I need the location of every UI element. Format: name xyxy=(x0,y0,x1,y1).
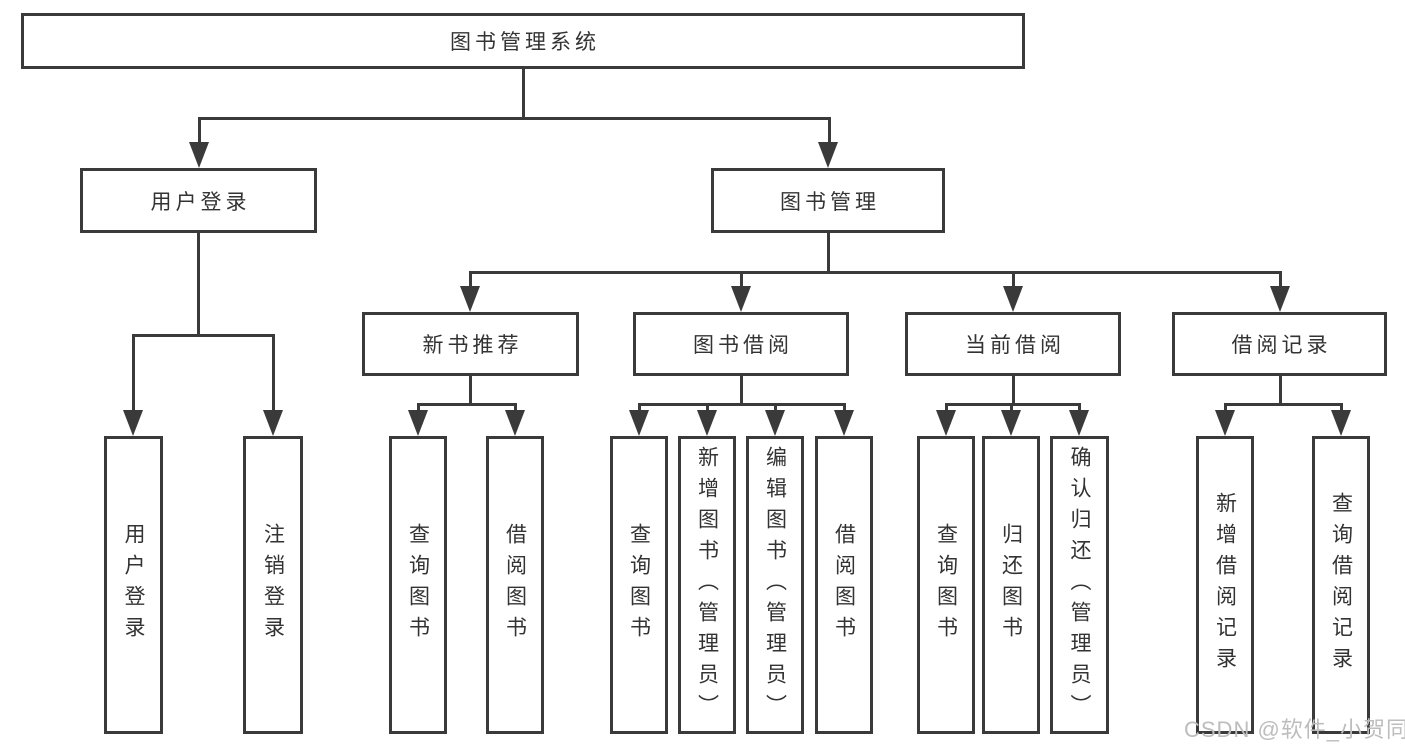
connector-stem-leaf-login xyxy=(132,334,135,414)
arrow-to-leaf xyxy=(629,410,649,436)
connector-level1-rail xyxy=(197,117,831,120)
node-library-system-label: 图书管理系统 xyxy=(450,31,600,54)
connector-current-stub xyxy=(1011,376,1015,405)
arrow-to-borrow-records xyxy=(1270,286,1290,312)
leaf-query-books-borrow-label: 查询图书 xyxy=(627,523,651,647)
node-new-books-label: 新书推荐 xyxy=(422,334,523,357)
node-book-borrow-label: 图书借阅 xyxy=(693,334,793,357)
connector-stem xyxy=(842,403,846,416)
leaf-confirm-return-admin-label: 确认归还（管理员） xyxy=(1068,445,1091,725)
connector-stem-leaf-logout xyxy=(272,334,275,414)
connector-stem-new-books xyxy=(468,271,472,291)
leaf-edit-book-admin: 编辑图书（管理员） xyxy=(746,436,804,734)
connector-borrow-rail xyxy=(637,403,846,406)
connector-stem xyxy=(1223,403,1227,416)
arrow-to-leaf xyxy=(697,410,717,436)
leaf-logout-label: 注销登录 xyxy=(261,523,285,647)
connector-stem-borrow-records xyxy=(1278,271,1282,291)
node-book-borrow: 图书借阅 xyxy=(633,312,849,376)
arrow-to-leaf-logout xyxy=(263,410,283,436)
connector-stem xyxy=(417,403,420,416)
node-borrow-records: 借阅记录 xyxy=(1172,312,1387,376)
connector-stem-book-borrow xyxy=(739,271,743,291)
leaf-return-book: 归还图书 xyxy=(982,436,1040,734)
arrow-to-leaf xyxy=(408,410,428,436)
leaf-borrow-books-recommend-label: 借阅图书 xyxy=(503,523,527,647)
leaf-add-borrow-record: 新增借阅记录 xyxy=(1196,436,1254,734)
leaf-edit-book-admin-label: 编辑图书（管理员） xyxy=(763,445,787,725)
leaf-query-books-current-label: 查询图书 xyxy=(934,523,958,647)
arrow-to-leaf xyxy=(834,410,854,436)
connector-stem xyxy=(514,403,517,416)
connector-stem-book-mgmt xyxy=(827,117,831,148)
leaf-query-borrow-record-label: 查询借阅记录 xyxy=(1329,492,1353,678)
connector-stem-current-borrow xyxy=(1011,271,1015,291)
leaf-query-books-recommend-label: 查询图书 xyxy=(406,523,430,647)
arrow-to-leaf xyxy=(1069,410,1089,436)
watermark: CSDN @软件_小贺同学 xyxy=(1184,717,1405,742)
node-book-mgmt: 图书管理 xyxy=(711,168,945,233)
leaf-add-book-admin-label: 新增图书（管理员） xyxy=(695,445,719,725)
connector-stem-user-login xyxy=(197,117,201,148)
arrow-to-current-borrow xyxy=(1003,286,1023,312)
leaf-user-login: 用户登录 xyxy=(104,436,163,734)
connector-root-stub xyxy=(521,69,525,120)
connector-stem xyxy=(944,403,948,416)
leaf-borrow-books-recommend: 借阅图书 xyxy=(486,436,544,734)
connector-stem xyxy=(1009,403,1013,416)
arrow-to-leaf-login xyxy=(123,410,143,436)
leaf-query-books-borrow: 查询图书 xyxy=(610,436,668,734)
leaf-borrow-books-borrow-label: 借阅图书 xyxy=(832,523,856,647)
connector-borrow-stub xyxy=(739,376,743,405)
node-user-login-label: 用户登录 xyxy=(150,190,251,214)
arrow-to-book-borrow xyxy=(731,286,751,312)
leaf-return-book-label: 归还图书 xyxy=(999,523,1023,647)
connector-level2-rail xyxy=(468,271,1282,274)
node-book-mgmt-label: 图书管理 xyxy=(780,190,880,214)
node-new-books: 新书推荐 xyxy=(362,312,579,376)
leaf-confirm-return-admin: 确认归还（管理员） xyxy=(1050,436,1109,734)
leaf-add-borrow-record-label: 新增借阅记录 xyxy=(1213,492,1237,678)
connector-stem xyxy=(1339,403,1343,416)
arrow-to-new-books xyxy=(460,286,480,312)
connector-mgmt-stub xyxy=(826,233,830,274)
connector-recommend-stub xyxy=(468,376,472,405)
leaf-logout: 注销登录 xyxy=(243,436,303,734)
leaf-borrow-books-borrow: 借阅图书 xyxy=(815,436,873,734)
arrow-to-book-mgmt xyxy=(818,142,838,168)
connector-records-stub xyxy=(1278,376,1282,405)
leaf-add-book-admin: 新增图书（管理员） xyxy=(678,436,736,734)
connector-stem xyxy=(705,403,709,416)
arrow-to-leaf xyxy=(1001,410,1021,436)
connector-records-rail xyxy=(1223,403,1343,406)
leaf-query-borrow-record: 查询借阅记录 xyxy=(1312,436,1370,734)
connector-stem xyxy=(1077,403,1081,416)
arrow-to-leaf xyxy=(505,410,525,436)
node-current-borrow-label: 当前借阅 xyxy=(965,334,1065,357)
node-library-system: 图书管理系统 xyxy=(21,13,1025,69)
connector-recommend-rail xyxy=(417,403,517,406)
arrow-to-leaf xyxy=(1331,410,1351,436)
node-user-login: 用户登录 xyxy=(80,168,317,233)
node-borrow-records-label: 借阅记录 xyxy=(1231,334,1332,357)
connector-current-rail xyxy=(944,403,1081,406)
connector-stem xyxy=(637,403,641,416)
arrow-to-leaf xyxy=(936,410,956,436)
leaf-query-books-recommend: 查询图书 xyxy=(389,436,447,734)
leaf-user-login-label: 用户登录 xyxy=(122,523,145,647)
connector-stem xyxy=(773,403,777,416)
node-current-borrow: 当前借阅 xyxy=(905,312,1121,376)
arrow-to-leaf xyxy=(1215,410,1235,436)
leaf-query-books-current: 查询图书 xyxy=(917,436,975,734)
arrow-to-user-login xyxy=(189,142,209,168)
arrow-to-leaf xyxy=(765,410,785,436)
connector-login-stub xyxy=(197,233,200,337)
connector-login-rail xyxy=(132,334,274,337)
